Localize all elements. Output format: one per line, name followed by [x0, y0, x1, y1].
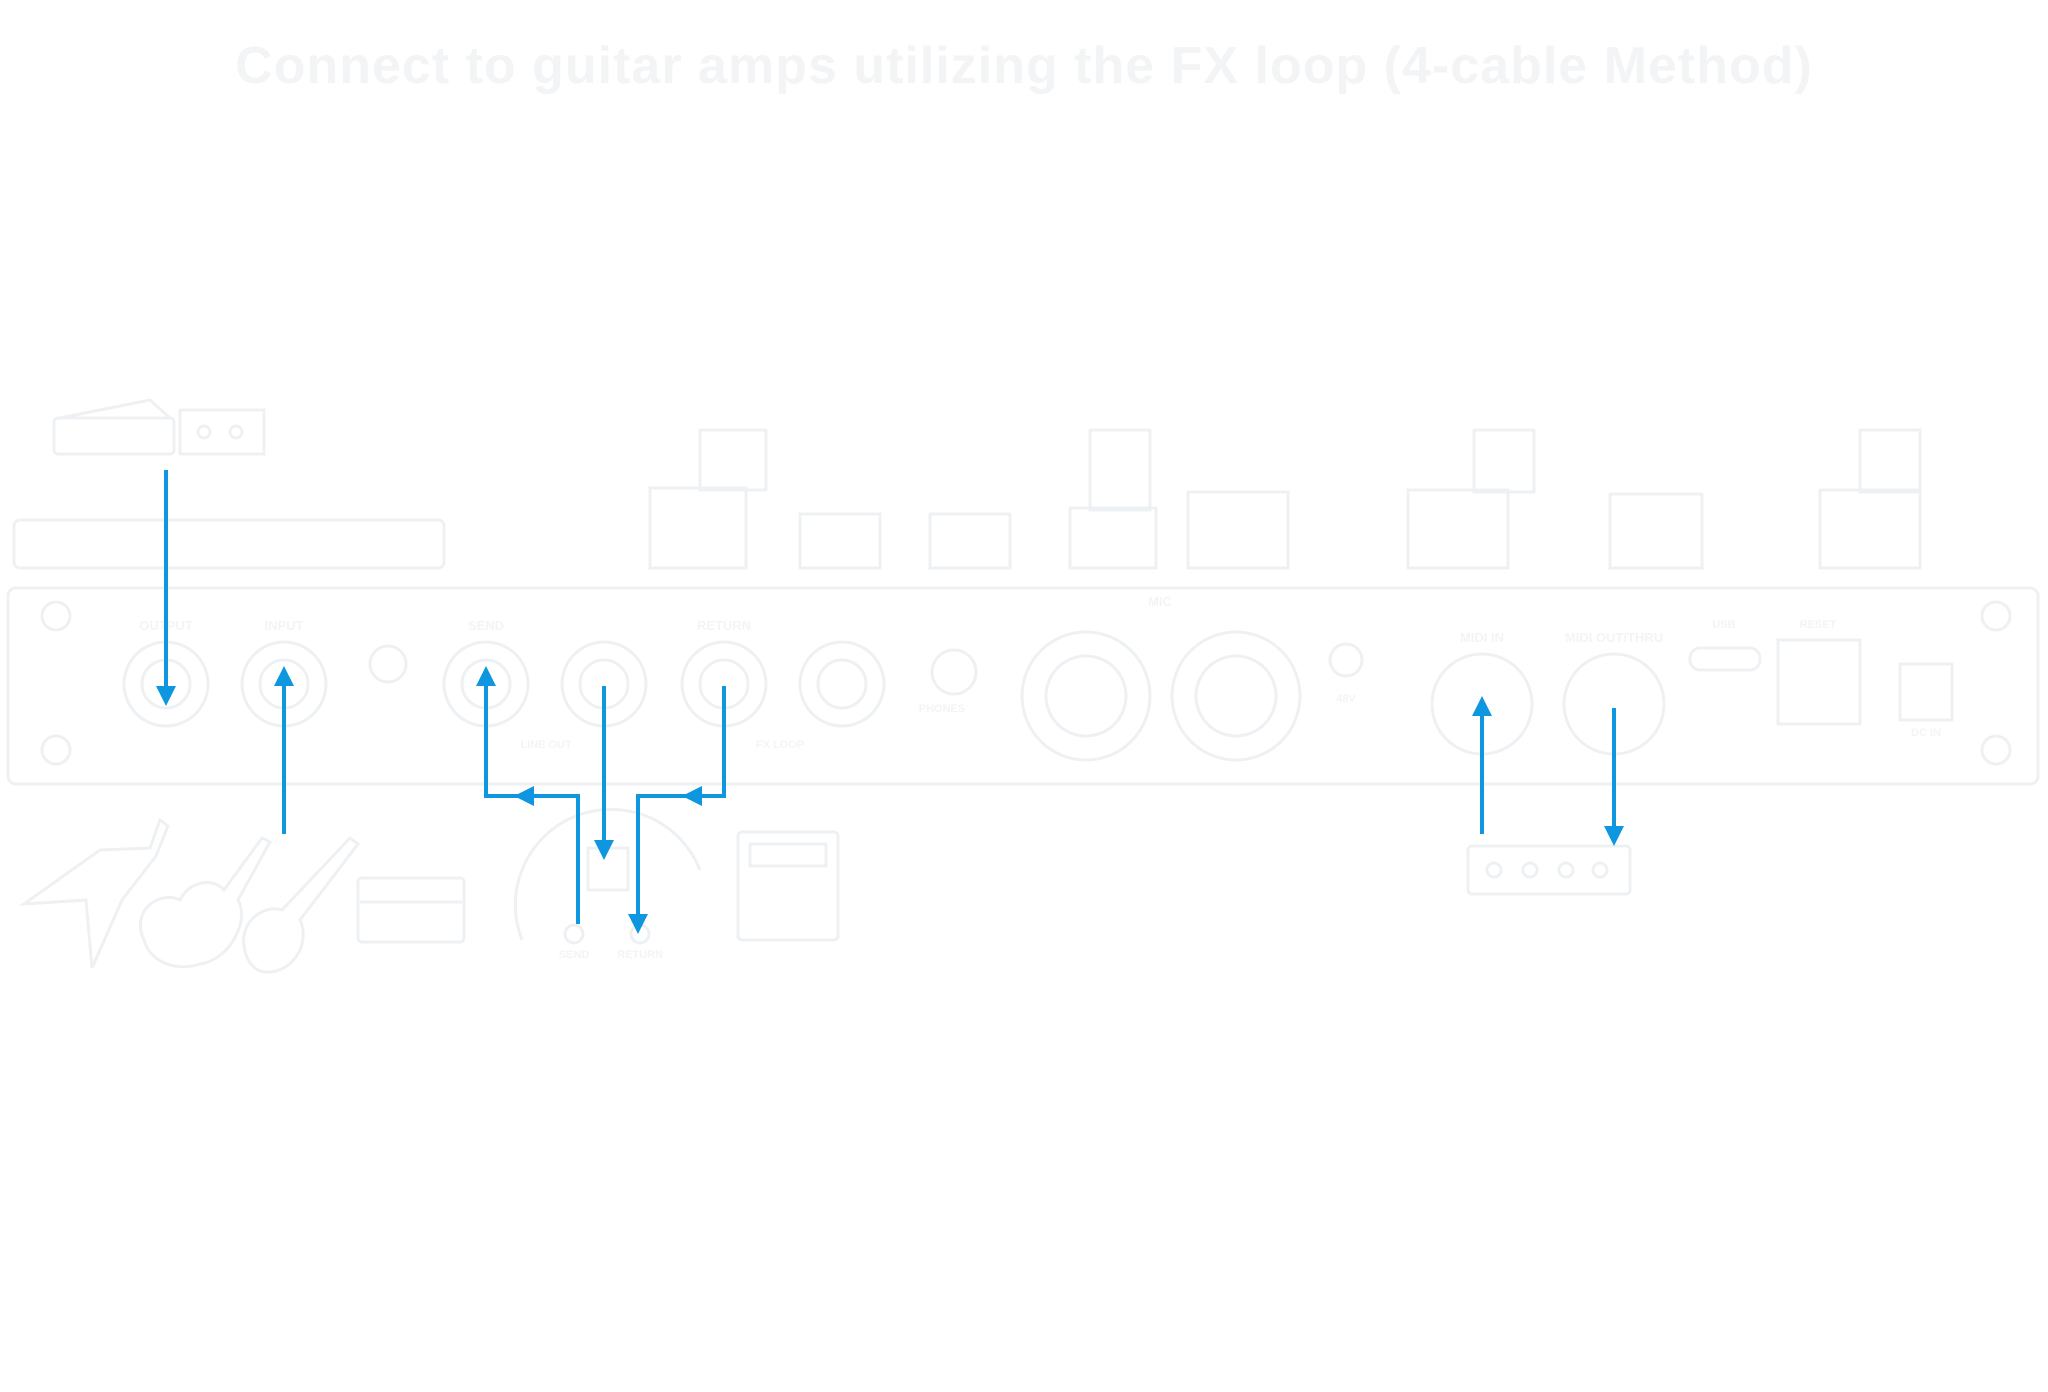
aux-jack: [368, 644, 408, 684]
phones-jack: PHONES: [798, 640, 978, 728]
mic-header-label: MIC: [1148, 594, 1172, 609]
amp-send-label: SEND: [559, 949, 590, 961]
send-jack: SEND LINE OUT: [442, 618, 572, 751]
phones-label: PHONES: [919, 703, 965, 715]
midi-controller-icon: [1466, 844, 1632, 896]
acoustic-guitar-icon: [138, 836, 273, 969]
usb-port: USB: [1688, 619, 1762, 672]
dc-label: DC IN: [1911, 727, 1941, 739]
electric-guitar-icon: [242, 835, 361, 974]
input-jack-label: INPUT: [265, 618, 304, 633]
dc-input: DC IN: [1898, 662, 1954, 739]
keyboard-icon: [356, 876, 466, 944]
pedalboard-outline: [12, 428, 1922, 570]
xlr-jack-1: MIC: [1020, 594, 1173, 762]
amp-return-label: RETURN: [617, 949, 663, 961]
reset-button: RESET: [1776, 619, 1862, 726]
line-out-label: LINE OUT: [520, 739, 572, 751]
amp-combo-icon: SEND RETURN: [513, 807, 702, 961]
return-jack-label: RETURN: [697, 618, 751, 633]
reset-label: RESET: [1800, 619, 1837, 631]
return-jack: RETURN FX LOOP: [680, 618, 804, 751]
arrow-amp-send-to-send-jack: [476, 666, 580, 924]
phantom-switch: 48V: [1328, 642, 1364, 705]
usb-label: USB: [1712, 619, 1735, 631]
send-jack-label: SEND: [468, 618, 504, 633]
amp-head-icon: [736, 830, 840, 942]
signal-arrows: [156, 470, 1624, 934]
arrow-return-to-amp-return: [628, 686, 726, 934]
device-rear-panel: [6, 586, 2040, 786]
midi-in-label: MIDI IN: [1460, 630, 1504, 645]
midi-out-label: MIDI OUT/THRU: [1565, 630, 1663, 645]
fx-loop-label: FX LOOP: [756, 739, 804, 751]
xlr-jack-2: [1170, 630, 1302, 762]
expression-pedal-icon: [52, 398, 266, 456]
flying-v-guitar-icon: [18, 817, 170, 969]
phantom-label: 48V: [1336, 693, 1356, 705]
diagram-title: Connect to guitar amps utilizing the FX …: [235, 37, 1813, 95]
